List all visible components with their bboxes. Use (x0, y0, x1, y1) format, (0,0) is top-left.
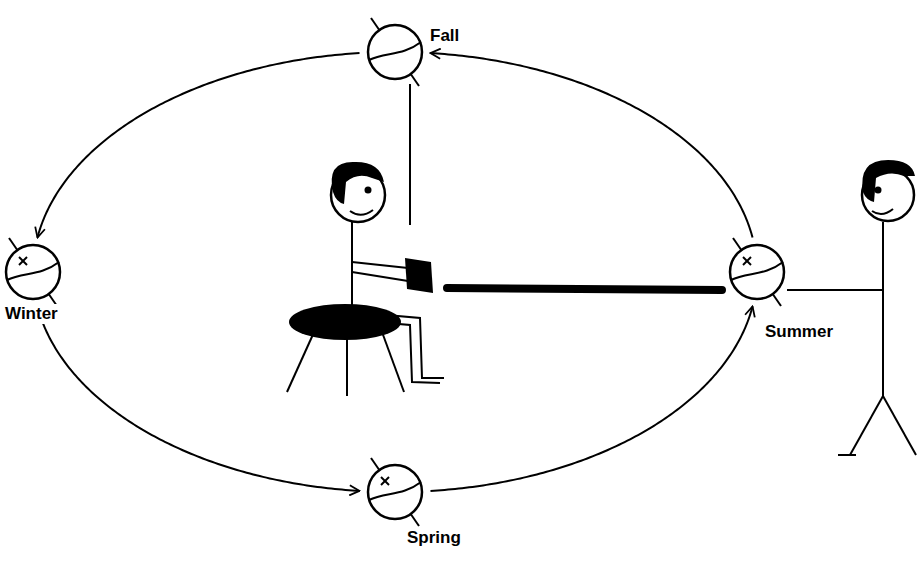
standing-person (787, 160, 916, 455)
globe-symbol (727, 242, 787, 302)
globe-node: Winter (3, 242, 63, 302)
season-label: Spring (405, 528, 463, 548)
globe-symbol (365, 22, 425, 82)
season-label: Winter (3, 304, 60, 324)
stool (287, 304, 404, 396)
globe-symbol (365, 462, 425, 522)
seated-person (331, 162, 722, 383)
orbit-arrow (37, 53, 359, 238)
season-label: Summer (763, 322, 835, 342)
globe-symbol (3, 242, 63, 302)
light-beam (447, 288, 722, 290)
orbit-arrow (430, 306, 752, 491)
string-line (409, 84, 411, 225)
orbit-arrow (430, 53, 752, 238)
globe-node: Spring (365, 462, 425, 522)
season-label: Fall (428, 26, 461, 46)
orbit-arrow (37, 306, 359, 491)
flashlight (405, 258, 433, 293)
globe-node: Fall (365, 22, 425, 82)
globe-node: Summer (727, 242, 787, 302)
